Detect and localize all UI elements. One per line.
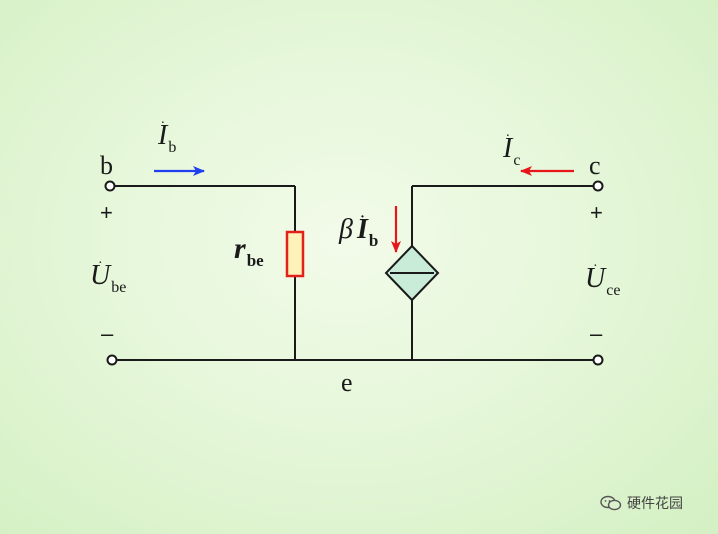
node-label-e: e — [341, 368, 353, 397]
output-voltage-symbol: U — [585, 263, 606, 294]
terminal-c — [592, 180, 604, 192]
resistor-subscript: be — [246, 251, 264, 270]
output-voltage-subscript: ce — [606, 282, 621, 299]
dependent-coefficient: β — [339, 214, 353, 245]
input-voltage-label: ·U be — [90, 256, 127, 296]
node-label-c: c — [589, 151, 601, 180]
input-voltage-subscript: be — [111, 279, 127, 296]
output-minus-sign: – — [590, 321, 603, 346]
collector-current-subscript: c — [513, 152, 521, 169]
watermark-text: 硬件花园 — [627, 496, 683, 512]
node-label-b: b — [100, 151, 113, 180]
resistor-rbe — [285, 230, 305, 278]
terminal-b — [104, 180, 116, 192]
base-current-subscript: b — [168, 139, 177, 156]
collector-current-symbol: I — [503, 133, 513, 164]
output-plus-sign: + — [590, 200, 603, 225]
input-minus-sign: – — [101, 321, 114, 346]
dependent-current-label: β ·I b — [339, 210, 379, 250]
base-current-symbol: I — [158, 120, 168, 151]
input-voltage-symbol: U — [90, 260, 111, 291]
resistor-symbol: r — [234, 232, 246, 265]
terminal-e-right — [592, 354, 604, 366]
output-voltage-label: ·U ce — [585, 259, 621, 299]
resistor-label: rbe — [234, 232, 264, 270]
collector-current-label: ·I c — [503, 129, 521, 169]
watermark: 硬件花园 — [600, 493, 683, 513]
wechat-icon — [600, 495, 622, 511]
terminal-e-left — [106, 354, 118, 366]
input-plus-sign: + — [100, 200, 113, 225]
dependent-current-subscript: b — [368, 231, 379, 250]
dependent-current-symbol: I — [356, 214, 368, 245]
base-current-label: ·I b — [158, 116, 177, 156]
